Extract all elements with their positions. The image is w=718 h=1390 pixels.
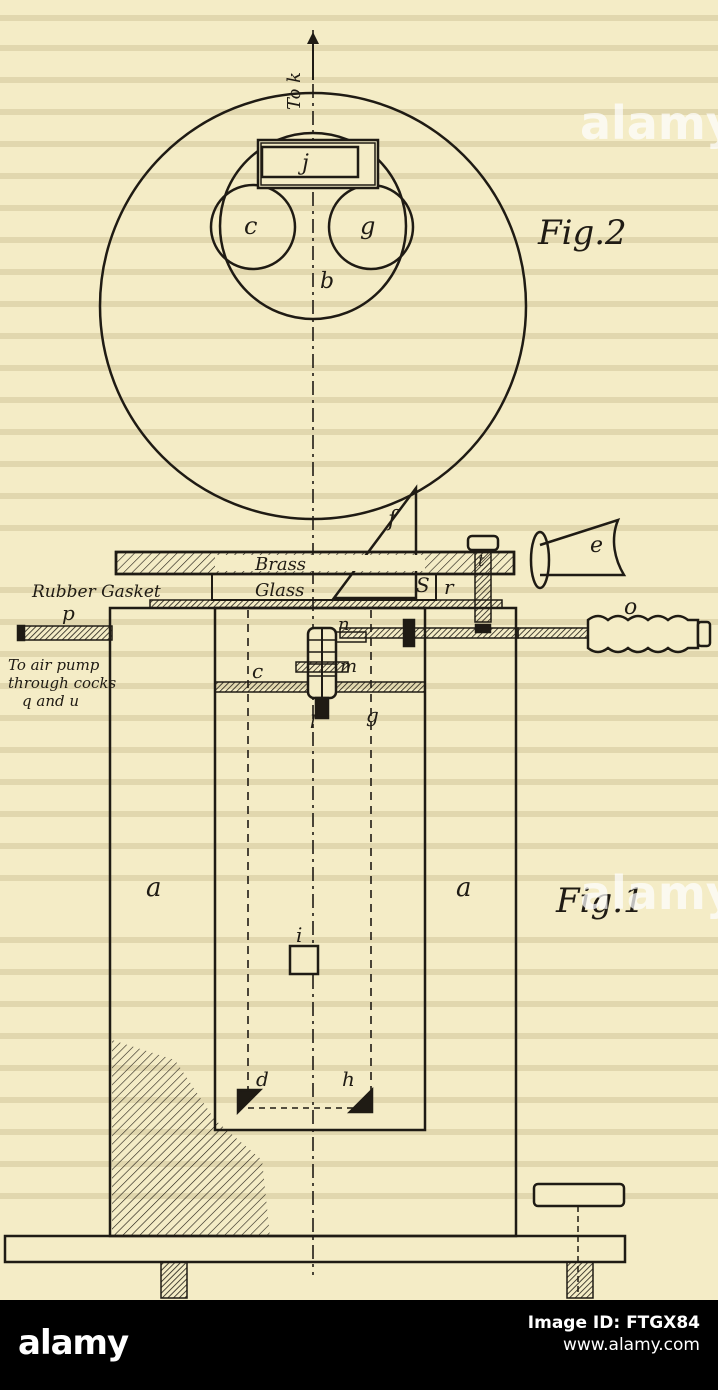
label-c-top: c	[244, 212, 257, 240]
fig2-label: Fig.2	[537, 213, 627, 253]
brand-logo-text: alamy	[18, 1323, 129, 1363]
inner-body	[213, 606, 427, 1132]
block-i	[288, 944, 320, 976]
brand-logo[interactable]: alamy	[18, 1318, 168, 1368]
label-s: S	[416, 573, 430, 597]
air-pump-line3: q and u	[22, 692, 79, 710]
air-pump-line1: To air pump	[8, 656, 100, 674]
stock-meta: Image ID: FTGX84 www.alamy.com	[440, 1312, 700, 1378]
eyepiece-e	[529, 517, 627, 590]
label-g-mid: g	[366, 703, 379, 727]
label-i: i	[296, 923, 302, 947]
mirror-h	[346, 1086, 374, 1114]
label-n: n	[338, 614, 350, 635]
inner-disc-b	[218, 131, 408, 321]
label-c-mid: c	[252, 659, 263, 683]
lens-c-top	[209, 183, 297, 271]
prism-f	[331, 484, 418, 600]
label-r: r	[444, 575, 455, 599]
label-glass: Glass	[255, 580, 304, 601]
label-b: b	[320, 269, 334, 294]
label-l: l	[310, 712, 316, 733]
rod-o	[339, 614, 712, 654]
outer-disc	[98, 91, 528, 521]
mirror-d	[236, 1088, 264, 1116]
label-d: d	[256, 1067, 269, 1091]
label-h: h	[342, 1067, 355, 1091]
label-m: m	[340, 656, 357, 677]
label-t: t	[478, 551, 485, 570]
label-e: e	[590, 533, 603, 558]
block-j-window	[260, 145, 360, 179]
foot-left	[160, 1261, 188, 1299]
fig1-label: Fig.1	[555, 881, 645, 921]
air-pump-line2: through cocks	[8, 674, 117, 692]
label-g-top: g	[360, 212, 375, 240]
base-plate	[3, 1234, 627, 1264]
label-to-k: To k	[284, 72, 305, 110]
diagram-canvas: To k j c g b Fig.2 e f Brass Glass S r t…	[0, 15, 718, 1299]
image-id: Image ID: FTGX84	[527, 1313, 700, 1333]
foot-right	[566, 1261, 594, 1299]
brass-window	[215, 555, 425, 571]
screw-assembly-lmn	[295, 626, 367, 720]
label-a-right: a	[456, 873, 472, 903]
stock-footer: alamy Image ID: FTGX84 www.alamy.com	[0, 1300, 718, 1390]
label-brass: Brass	[254, 554, 306, 575]
label-p: p	[62, 601, 75, 625]
pipe-p	[16, 624, 113, 642]
label-rubber-gasket: Rubber Gasket	[31, 582, 161, 602]
label-o: o	[624, 595, 637, 620]
site-url[interactable]: www.alamy.com	[562, 1335, 700, 1355]
shaded-corner	[112, 1040, 270, 1236]
label-a-left: a	[146, 873, 162, 903]
bleed-through-lines	[0, 15, 718, 1199]
